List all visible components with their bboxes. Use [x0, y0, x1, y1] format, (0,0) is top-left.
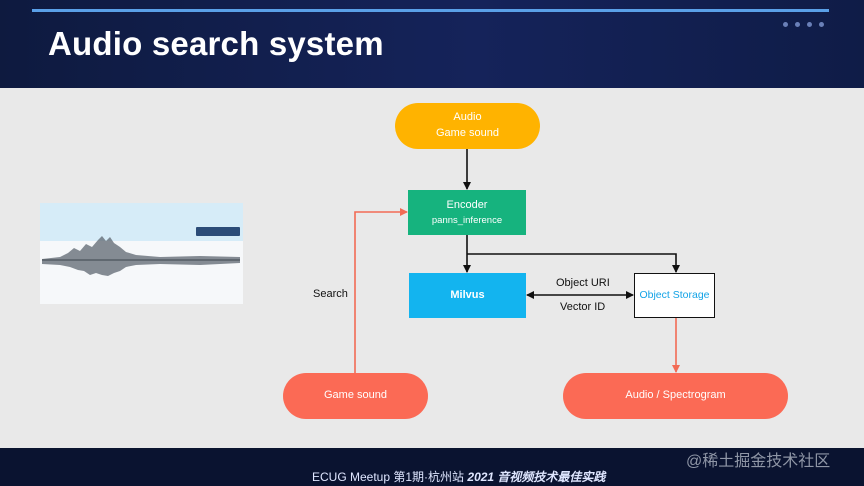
- milvus-label: Milvus: [450, 288, 485, 301]
- audio-input-node: Audio Game sound: [395, 103, 540, 149]
- arrow-encoder-to-storage: [467, 253, 680, 273]
- header-accent-line: [32, 9, 829, 12]
- result-node: Audio / Spectrogram: [563, 373, 788, 419]
- audio-input-sublabel: Game sound: [436, 127, 499, 139]
- footer-caption: ECUG Meetup 第1期·杭州站 2021 音视频技术最佳实践: [312, 468, 605, 485]
- waveform-badge: [196, 227, 240, 236]
- encoder-label: Encoder: [446, 198, 488, 211]
- watermark-text: @稀土掘金技术社区: [686, 453, 831, 470]
- slide-title: Audio search system: [48, 25, 384, 62]
- query-game-sound-node: Game sound: [283, 373, 428, 419]
- vector-id-edge-label: Vector ID: [560, 301, 606, 313]
- search-edge-label: Search: [313, 288, 348, 300]
- header-dots-icon: [783, 22, 824, 27]
- encoder-sublabel: panns_inference: [431, 214, 503, 226]
- footer-session: 第1期·杭州站: [393, 470, 465, 484]
- waveform-graphic: [42, 236, 240, 276]
- slide-footer: [0, 450, 864, 486]
- milvus-node: Milvus: [409, 273, 526, 318]
- footer-event: ECUG Meetup: [312, 470, 391, 484]
- encoder-node: Encoder panns_inference: [408, 190, 526, 235]
- arrow-query-to-encoder: [354, 208, 408, 373]
- object-storage-node: Object Storage: [634, 273, 715, 318]
- slide-header: [0, 0, 864, 88]
- object-storage-label: Object Storage: [639, 288, 710, 301]
- query-game-sound-label: Game sound: [324, 389, 387, 402]
- result-label: Audio / Spectrogram: [625, 389, 726, 402]
- audio-input-label: Audio: [453, 111, 482, 124]
- object-uri-edge-label: Object URI: [556, 277, 610, 289]
- footer-theme: 2021 音视频技术最佳实践: [467, 470, 606, 484]
